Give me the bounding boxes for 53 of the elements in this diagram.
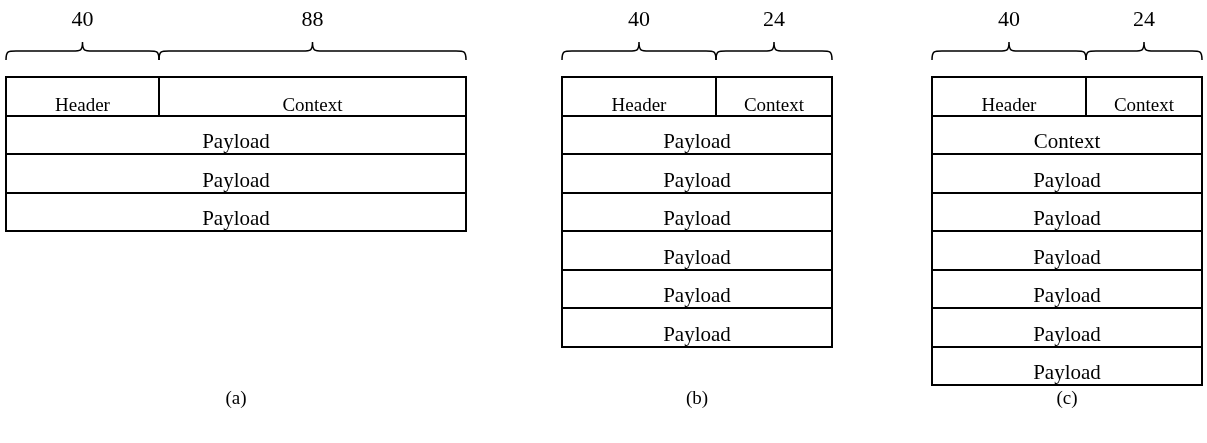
- width-label: 40: [628, 8, 650, 30]
- table-cell: [931, 307, 1203, 348]
- cell-label: Context: [282, 94, 343, 115]
- cell-label: Payload: [1033, 285, 1101, 307]
- table-cell: [5, 114, 467, 155]
- table-cell: [5, 153, 467, 194]
- table-cell: [931, 230, 1203, 271]
- table-cell: [561, 114, 833, 155]
- cell-label: Payload: [663, 285, 731, 307]
- width-label: 24: [1133, 8, 1155, 30]
- cell-label: Header: [55, 94, 110, 115]
- width-label: 40: [71, 8, 94, 30]
- panel-caption: (a): [225, 388, 247, 407]
- table-cell: [5, 191, 467, 232]
- cell-label: Context: [743, 94, 805, 115]
- cell-label: Context: [1033, 131, 1101, 153]
- table-cell: [931, 114, 1203, 155]
- cell-label: Payload: [1033, 362, 1101, 384]
- cell-label: Payload: [663, 246, 731, 269]
- table-cell: [561, 76, 717, 117]
- table-cell: [715, 76, 833, 117]
- panel-caption: (c): [1056, 388, 1078, 407]
- table-cell: [931, 191, 1203, 232]
- table-cell: [561, 230, 833, 271]
- table-cell: [931, 153, 1203, 194]
- cell-label: Payload: [1033, 323, 1101, 346]
- cell-label: Header: [611, 94, 667, 115]
- cell-label: Payload: [663, 131, 731, 153]
- cell-label: Payload: [202, 131, 270, 153]
- cell-label: Payload: [663, 169, 731, 192]
- panel-caption: (b): [685, 388, 709, 407]
- cell-label: Payload: [1033, 208, 1101, 230]
- table-cell: [561, 153, 833, 194]
- width-label: 88: [301, 8, 324, 30]
- width-label: 40: [998, 8, 1020, 30]
- cell-label: Payload: [1033, 169, 1101, 192]
- cell-label: Payload: [1033, 246, 1101, 269]
- cell-label: Context: [1113, 94, 1175, 115]
- table-cell: [931, 268, 1203, 309]
- table-cell: [158, 76, 467, 117]
- cell-label: Payload: [202, 169, 270, 192]
- width-label: 24: [763, 8, 785, 30]
- cell-label: Header: [981, 94, 1037, 115]
- cell-label: Payload: [202, 208, 270, 230]
- cell-label: Payload: [663, 208, 731, 230]
- table-cell: [561, 307, 833, 348]
- table-cell: [561, 268, 833, 309]
- table-cell: [561, 191, 833, 232]
- table-cell: [931, 76, 1087, 117]
- table-cell: [931, 345, 1203, 386]
- table-cell: [1085, 76, 1203, 117]
- table-cell: [5, 76, 160, 117]
- cell-label: Payload: [663, 323, 731, 346]
